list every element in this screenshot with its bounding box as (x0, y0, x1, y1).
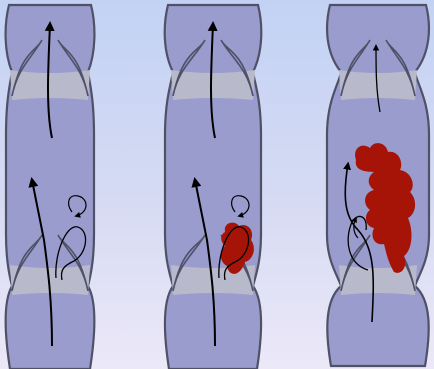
upper-valve-band (10, 70, 90, 100)
vein-panel-2 (165, 5, 262, 369)
vein-panel-1 (6, 5, 95, 369)
vein-wall (165, 5, 262, 369)
lower-valve-band (339, 265, 417, 295)
upper-valve-band (171, 70, 255, 100)
vein-wall (6, 5, 95, 369)
vein-panel-3 (327, 5, 429, 366)
